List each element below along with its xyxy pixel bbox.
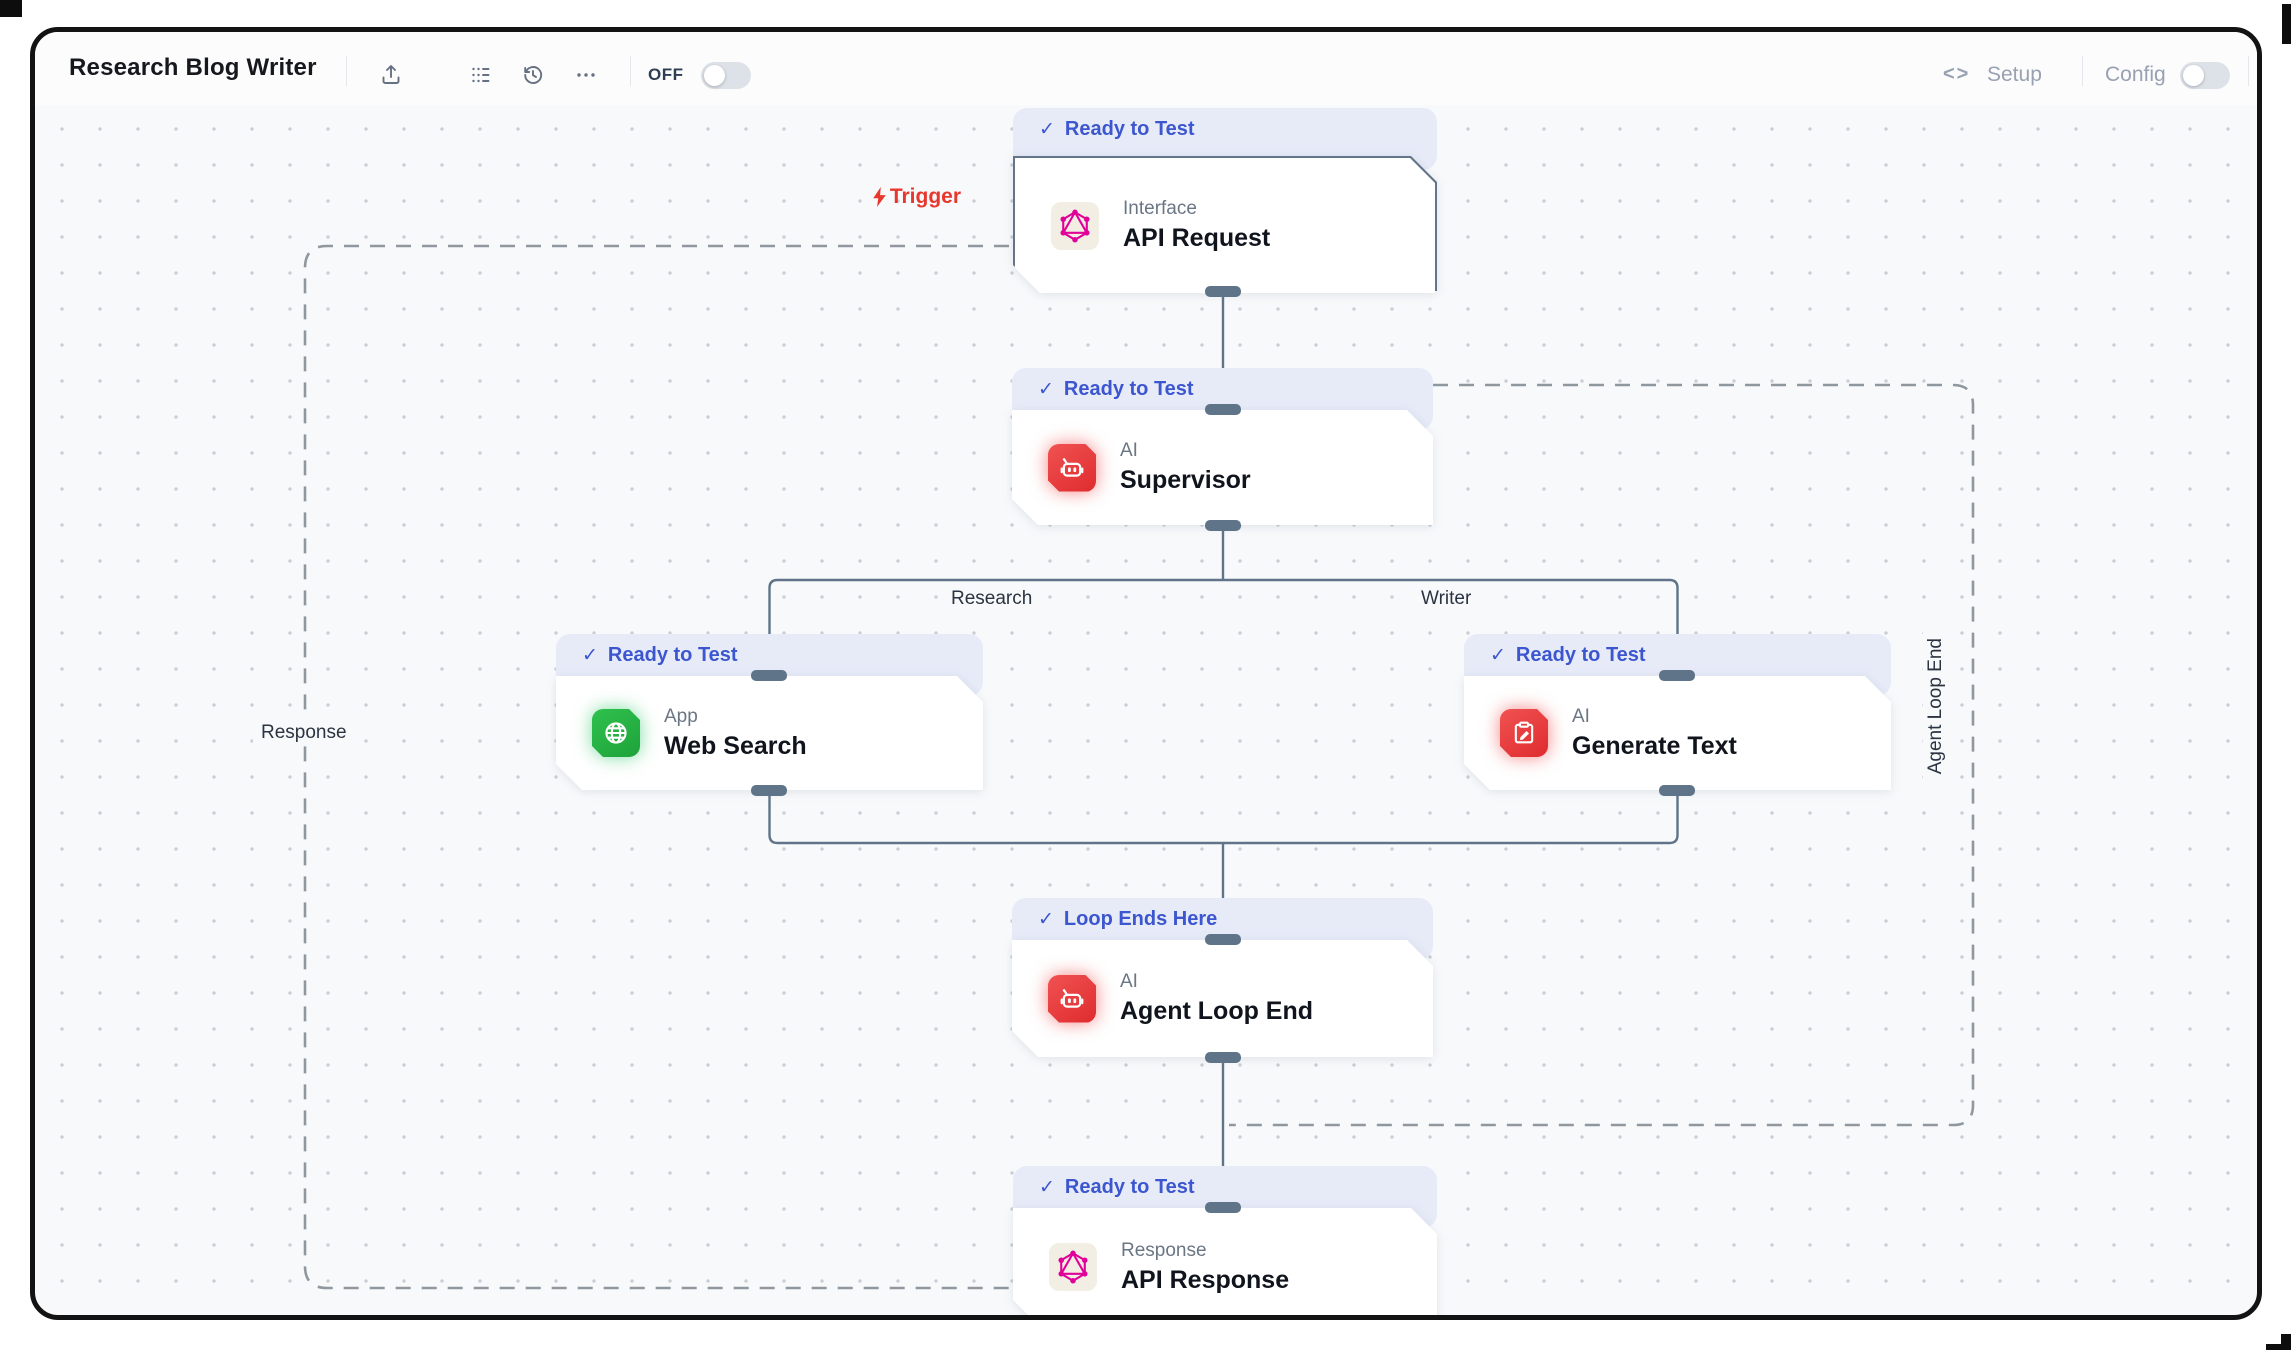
connector-handle-apirequest-out[interactable] bbox=[1205, 286, 1241, 297]
node-supervisor[interactable]: ✓ Ready to Test bbox=[1012, 368, 1433, 525]
robot-icon bbox=[1048, 975, 1096, 1023]
globe-icon bbox=[592, 709, 640, 757]
more-options-icon[interactable] bbox=[572, 61, 600, 89]
agent-loop-dashed-edge bbox=[1225, 383, 1975, 1127]
edge-branch-bar bbox=[768, 578, 1679, 672]
response-edge-label: Response bbox=[253, 720, 355, 746]
badge-label: Ready to Test bbox=[607, 644, 738, 666]
node-api-response[interactable]: ✓ Ready to Test bbox=[1013, 1166, 1437, 1320]
node-api-request[interactable]: ✓ Ready to Test bbox=[1013, 108, 1437, 294]
setup-button[interactable]: Setup bbox=[1987, 63, 2042, 86]
node-agent-loop-end[interactable]: ✓ Loop Ends Here bbox=[1012, 898, 1433, 1057]
power-toggle[interactable] bbox=[701, 62, 751, 89]
run-list-icon[interactable] bbox=[467, 61, 495, 89]
config-toggle[interactable] bbox=[2180, 62, 2230, 89]
clipboard-pencil-icon bbox=[1500, 709, 1548, 757]
check-icon: ✓ bbox=[1039, 119, 1055, 140]
node-title: Supervisor bbox=[1120, 466, 1251, 494]
branch-label-research: Research bbox=[943, 586, 1041, 612]
node-title: Generate Text bbox=[1572, 731, 1737, 760]
toggle-knob bbox=[2183, 65, 2204, 86]
connector-handle-generatetext-in[interactable] bbox=[1659, 670, 1695, 681]
connector-handle-websearch-out[interactable] bbox=[751, 785, 787, 796]
code-icon[interactable]: <> bbox=[1943, 63, 1971, 85]
connector-handle-apiresponse-in[interactable] bbox=[1205, 1202, 1241, 1213]
response-dashed-edge bbox=[303, 244, 1009, 1290]
node-type-label: Interface bbox=[1123, 198, 1197, 219]
graphql-icon bbox=[1049, 1243, 1097, 1291]
node-title: Agent Loop End bbox=[1120, 997, 1314, 1025]
share-icon[interactable] bbox=[377, 61, 405, 89]
check-icon: ✓ bbox=[1038, 379, 1054, 400]
node-type-label: AI bbox=[1120, 971, 1138, 992]
agent-loop-region-label: Agent Loop End bbox=[1923, 630, 1949, 783]
connector-handle-loopend-out[interactable] bbox=[1205, 1052, 1241, 1063]
node-type-label: AI bbox=[1120, 440, 1138, 461]
app-window: Trigger Research Writer Response Agent L… bbox=[30, 27, 2262, 1320]
toolbar-divider bbox=[630, 56, 631, 86]
toolbar-divider bbox=[346, 56, 347, 86]
toolbar-divider bbox=[2248, 56, 2249, 86]
screen-corner-mark-bottom-right-2 bbox=[2266, 1344, 2291, 1350]
history-icon[interactable] bbox=[519, 61, 547, 89]
badge-label: Ready to Test bbox=[1515, 644, 1646, 666]
toggle-knob bbox=[704, 65, 725, 86]
workflow-title: Research Blog Writer bbox=[69, 54, 317, 81]
check-icon: ✓ bbox=[1039, 1177, 1055, 1198]
node-title: Web Search bbox=[664, 731, 807, 760]
lightning-bolt-icon bbox=[873, 187, 886, 207]
node-web-search[interactable]: ✓ Ready to Test bbox=[556, 634, 983, 790]
connector-handle-supervisor-in[interactable] bbox=[1205, 404, 1241, 415]
node-generate-text[interactable]: ✓ Ready to Test bbox=[1464, 634, 1891, 790]
badge-label: Ready to Test bbox=[1063, 378, 1194, 400]
workflow-canvas[interactable]: Trigger Research Writer Response Agent L… bbox=[35, 105, 2257, 1315]
badge-label: Ready to Test bbox=[1064, 1176, 1195, 1198]
check-icon: ✓ bbox=[1490, 645, 1506, 666]
edge-merge-bar bbox=[768, 790, 1679, 845]
node-type-label: Response bbox=[1121, 1239, 1207, 1261]
node-title: API Request bbox=[1123, 224, 1271, 252]
power-state-label: OFF bbox=[648, 65, 684, 84]
check-icon: ✓ bbox=[1038, 909, 1054, 930]
node-type-label: AI bbox=[1572, 705, 1590, 727]
node-title: API Response bbox=[1121, 1265, 1290, 1294]
branch-label-writer: Writer bbox=[1413, 586, 1480, 612]
connector-handle-websearch-in[interactable] bbox=[751, 670, 787, 681]
check-icon: ✓ bbox=[582, 645, 598, 666]
connector-handle-generatetext-out[interactable] bbox=[1659, 785, 1695, 796]
graphql-icon bbox=[1051, 202, 1099, 250]
config-label: Config bbox=[2105, 63, 2166, 86]
screen-corner-mark-top-right bbox=[2282, 4, 2291, 44]
badge-label: Loop Ends Here bbox=[1063, 908, 1218, 930]
badge-label: Ready to Test bbox=[1064, 118, 1195, 140]
screen-corner-mark-top-left bbox=[0, 0, 22, 17]
connector-handle-supervisor-out[interactable] bbox=[1205, 520, 1241, 531]
toolbar: Research Blog Writer bbox=[35, 32, 2257, 105]
connection-lines bbox=[303, 244, 1975, 1290]
screen-corner-mark-bottom-right bbox=[2281, 1334, 2291, 1350]
trigger-label: Trigger bbox=[843, 185, 961, 209]
toolbar-divider bbox=[2082, 56, 2083, 86]
node-type-label: App bbox=[664, 705, 698, 727]
robot-icon bbox=[1048, 444, 1096, 492]
connector-handle-loopend-in[interactable] bbox=[1205, 934, 1241, 945]
